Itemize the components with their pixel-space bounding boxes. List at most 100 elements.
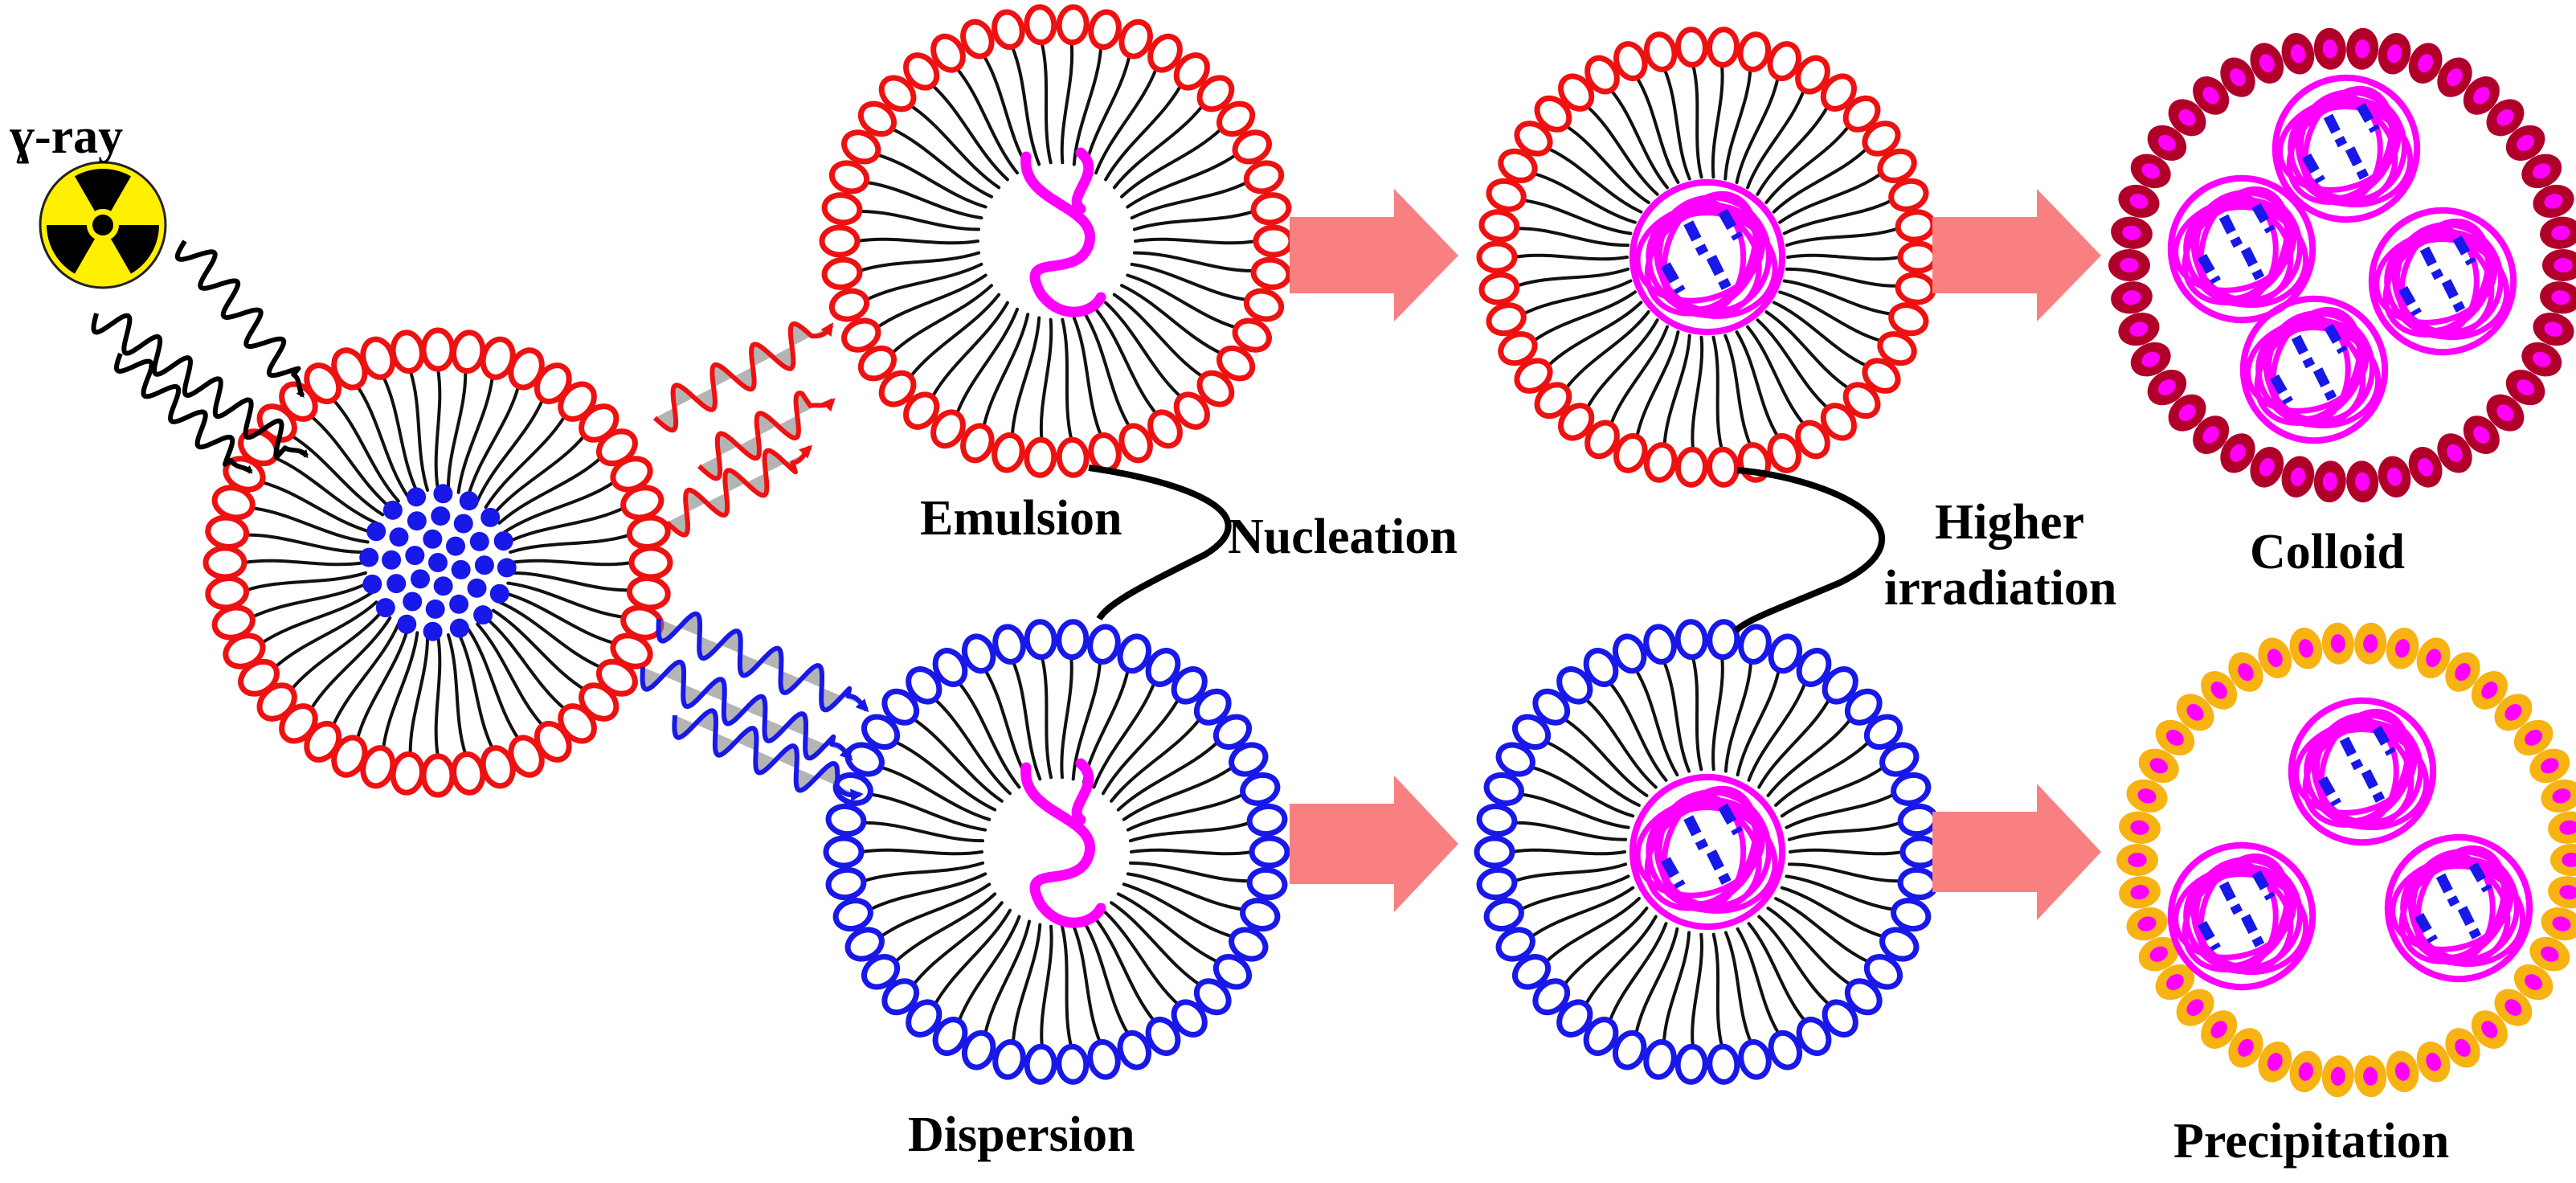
monomer-dot [493, 531, 513, 551]
shell-bead-core [2137, 916, 2157, 931]
surfactant-head [1118, 423, 1153, 464]
surfactant-tail [1723, 68, 1752, 181]
surfactant-head [1212, 714, 1252, 750]
surfactant-head [1674, 446, 1708, 488]
shell-bead-core [2355, 39, 2370, 59]
surfactant-tail [868, 872, 987, 911]
surfactant-tail [1757, 915, 1831, 1006]
surfactant-tail [890, 127, 994, 199]
surfactant-tail [1746, 325, 1805, 426]
surfactant-tail [1711, 335, 1723, 452]
crosslinked-nanogel [2271, 74, 2421, 223]
crosslink [1660, 262, 1686, 295]
precipitation-label: Precipitation [2173, 1114, 2449, 1169]
monomer-dot [407, 511, 427, 531]
crosslink [2398, 285, 2422, 317]
right-arrow-icon [1290, 189, 1458, 321]
surfactant-tail [509, 571, 632, 592]
dispersion-nucleated-micelle [1474, 619, 1941, 1085]
surfactant-head [1879, 927, 1920, 962]
monomer-dot [431, 506, 451, 526]
surfactant-tail [1519, 874, 1630, 911]
surfactant-tail [1083, 313, 1131, 428]
surfactant-tail [1110, 717, 1202, 803]
monomer-dot [473, 605, 493, 625]
precipitation-particle [2116, 622, 2576, 1098]
surfactant-tail [1691, 335, 1704, 452]
surfactant-head [1087, 1039, 1121, 1080]
surfactant-tail [893, 740, 997, 812]
surfactant-head [1895, 272, 1936, 305]
surfactant-tail [1061, 317, 1073, 442]
surfactant-head [1895, 209, 1936, 243]
surfactant-tail [1122, 765, 1234, 821]
shell-bead-core [2230, 68, 2246, 87]
surfactant-head [1056, 4, 1090, 46]
surfactant-tail [1116, 740, 1220, 812]
radiation-wave [697, 391, 836, 481]
monomer-dot [382, 500, 403, 520]
crosslink [2468, 862, 2492, 893]
shell-bead-core [2186, 704, 2204, 721]
crosslink [2324, 323, 2348, 354]
shell-bead-core [2447, 68, 2463, 87]
surfactant-head [1253, 224, 1294, 258]
surfactant-tail [1072, 316, 1103, 437]
surfactant-tail [875, 153, 987, 209]
surfactant-head [1246, 803, 1288, 837]
higher-irradiation-label-line1: Higher [1935, 495, 2084, 550]
surfactant-tail [1735, 76, 1780, 184]
surfactant-tail [331, 622, 400, 727]
crosslink [1706, 255, 1732, 290]
chain-loop [2198, 186, 2291, 301]
surfactant-head [1193, 978, 1232, 1016]
chain-loop [2167, 841, 2316, 991]
surfactant-tail [879, 882, 992, 939]
shell-bead-core [2130, 885, 2149, 900]
monomer-dot [451, 559, 471, 579]
surfactant-head [1707, 27, 1740, 68]
surfactant-head [1024, 436, 1057, 478]
shell-bead-core [2290, 44, 2306, 63]
surfactant-tail [857, 210, 981, 231]
surfactant-tail [1756, 104, 1830, 196]
surfactant-head [1512, 954, 1552, 990]
surfactant-tail [1766, 907, 1853, 987]
surfactant-head [819, 224, 861, 258]
surfactant-tail [1104, 84, 1183, 182]
surfactant-head [1643, 442, 1678, 483]
surfactant-tail [1780, 765, 1885, 818]
surfactant-tail [497, 600, 603, 669]
surfactant-tail [1662, 68, 1691, 181]
surfactant-tail [273, 456, 378, 525]
wave-shading [667, 447, 812, 535]
shell-bead-core [2238, 1038, 2254, 1057]
crosslink [2302, 153, 2325, 184]
surfactant-head [1643, 1039, 1677, 1080]
crosslink [2198, 920, 2221, 952]
shell-bead-core [2394, 639, 2410, 658]
surfactant-head [1216, 345, 1256, 382]
surfactant-head [823, 835, 865, 869]
surfactant-head [1584, 55, 1620, 95]
monomer-dot [467, 578, 487, 598]
shell-bead-core [2259, 54, 2275, 73]
crosslinked-nanogel [2384, 833, 2533, 983]
surfactant-tail [1060, 924, 1073, 1049]
surfactant-head [1556, 666, 1593, 705]
surfactant-head [1822, 666, 1858, 705]
crosslink [2251, 203, 2275, 234]
surfactant-head [205, 575, 250, 611]
surfactant-head [857, 100, 897, 137]
surfactant-tail [1094, 307, 1158, 415]
surfactant-tail [1756, 318, 1830, 410]
monomer-dot [446, 536, 466, 556]
monomer-dot [480, 507, 501, 527]
surfactant-tail [1101, 698, 1180, 796]
surfactant-tail [1094, 67, 1158, 175]
surfactant-head [1056, 436, 1090, 478]
shell-bead-core [2481, 1021, 2498, 1038]
surfactant-tail [1562, 717, 1649, 797]
shell-bead-core [2298, 1062, 2314, 1081]
surfactant-tail [1511, 848, 1626, 856]
